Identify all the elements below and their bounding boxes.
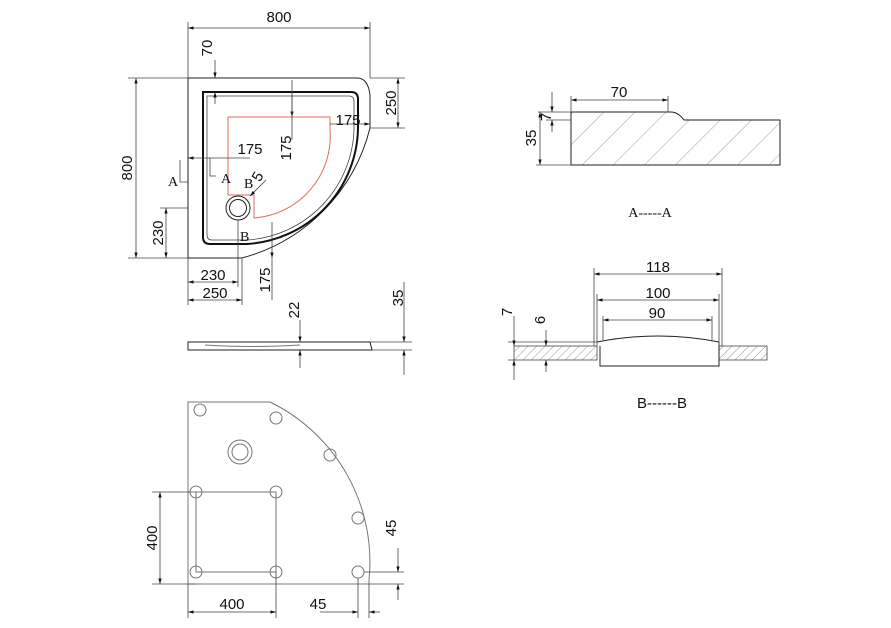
section-bb-caption: B------B [637,395,687,412]
dim-width-800: 800 [266,9,291,26]
support-feet [189,403,365,579]
bottom-waste-outer [227,439,253,465]
dim-bottom-175: 175 [257,267,274,292]
dim-aa-35: 35 [523,130,540,147]
basin-outline [202,91,359,245]
dim-bb-6: 6 [532,316,549,324]
section-a-left: A [168,175,179,190]
side-view: 22 35 [187,282,412,375]
section-b-right-slab [718,345,768,361]
section-a-body [570,111,781,166]
dim-left-230: 230 [150,220,167,245]
section-a-a: 70 7 35 A-----A [523,84,781,221]
waste-inner [229,199,247,217]
section-a-inner: A [221,172,232,187]
dim-bottom-400-v: 400 [144,525,161,550]
bottom-outline [187,401,371,585]
dim-bottom-250: 250 [202,285,227,302]
dim-inner-175-v: 175 [278,135,295,160]
section-b-bottom: B [240,230,249,245]
plan-view: 800 70 800 250 175 175 175 A A B B [119,9,405,305]
dim-bottom-45-h: 45 [310,596,327,613]
dim-corner-250: 250 [383,90,400,115]
section-b-left-slab [513,345,598,361]
dim-bottom-230: 230 [200,267,225,284]
bottom-view: 400 400 45 45 [144,401,404,618]
section-aa-caption: A-----A [628,206,672,221]
section-b-b: 118 100 90 7 6 B------B [499,259,768,412]
section-b-waste [596,335,720,367]
tray-outline [187,77,371,259]
dim-bottom-400-h: 400 [219,596,244,613]
dim-top-70: 70 [199,40,216,57]
dim-inner-175-h: 175 [237,141,262,158]
dim-side-22: 22 [286,302,303,319]
dim-depth-800: 800 [119,155,136,180]
dim-inner-175-r: 175 [335,112,360,129]
dim-bb-100: 100 [645,285,670,302]
slope-outline [227,116,331,219]
support-square [195,491,277,573]
dim-bb-90: 90 [649,305,666,322]
dim-aa-70: 70 [611,84,628,101]
dim-bottom-45-v: 45 [383,520,400,537]
dim-side-35: 35 [390,290,407,307]
dim-bb-118: 118 [646,259,670,276]
dim-bb-7: 7 [499,308,516,316]
dim-aa-7: 7 [538,113,555,121]
section-b-top: B [244,177,253,192]
bottom-waste-inner [231,443,249,461]
